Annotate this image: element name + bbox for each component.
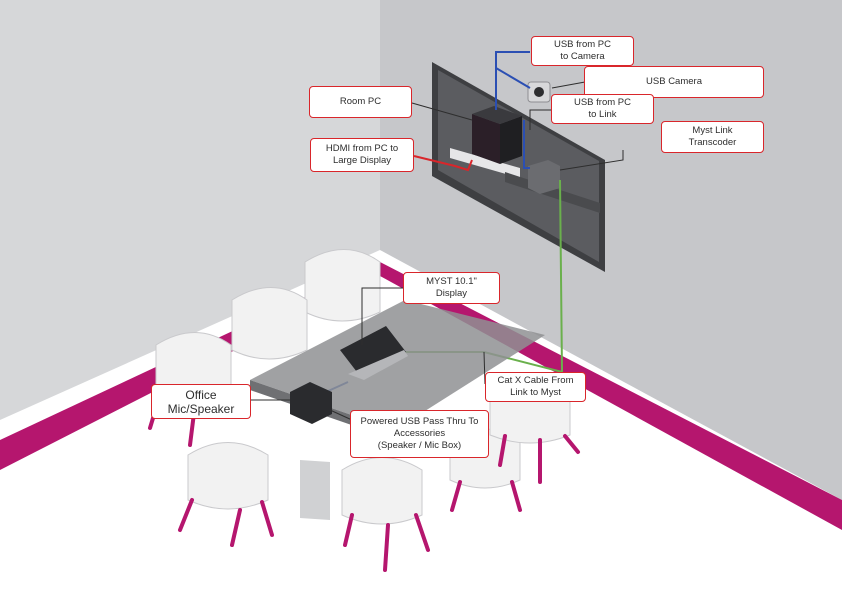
usb-cable-camera xyxy=(495,51,530,110)
callout-hdmi: HDMI from PC to Large Display xyxy=(310,138,414,172)
room-pc-side xyxy=(500,116,522,164)
chair-back-2 xyxy=(231,287,308,360)
chair-legs xyxy=(148,393,580,572)
mic-speaker-box xyxy=(290,382,332,424)
pc-shelf xyxy=(450,148,520,178)
room-pc-top xyxy=(472,106,522,124)
chair-back-1 xyxy=(304,249,381,322)
usb-camera-lens xyxy=(534,87,544,97)
leader-lines xyxy=(218,81,624,421)
callout-usb-pc-link: USB from PC to Link xyxy=(551,94,654,124)
room-pc-front xyxy=(472,114,500,164)
left-wall xyxy=(0,0,380,420)
chair-front-2 xyxy=(341,457,423,525)
myst-link-box xyxy=(528,160,560,194)
callout-usb-pc-camera: USB from PC to Camera xyxy=(531,36,634,66)
table-leg-front xyxy=(300,460,330,520)
myst-display xyxy=(340,326,406,376)
callout-powered-usb: Powered USB Pass Thru To Accessories (Sp… xyxy=(350,410,489,458)
chair-front-1 xyxy=(187,442,269,510)
usb-cable-link xyxy=(523,120,530,169)
callout-office-mic: Office Mic/Speaker xyxy=(151,384,251,419)
callout-myst-display: MYST 10.1" Display xyxy=(403,272,500,304)
hdmi-cable xyxy=(413,155,473,172)
callout-usb-camera: USB Camera xyxy=(584,66,764,98)
callout-room-pc: Room PC xyxy=(309,86,412,118)
myst-display-base xyxy=(348,350,408,380)
usb-cable-camera-2 xyxy=(495,67,531,89)
callout-myst-link: Myst Link Transcoder xyxy=(661,121,764,153)
callout-catx: Cat X Cable From Link to Myst xyxy=(485,372,586,402)
